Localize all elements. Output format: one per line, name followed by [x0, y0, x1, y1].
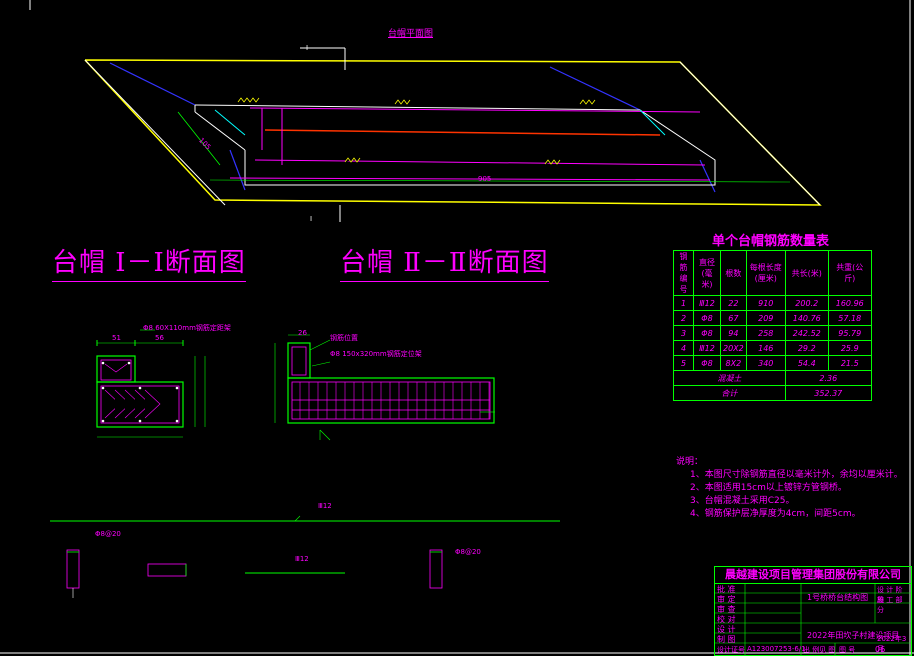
th-dia: 直径(毫米) — [693, 250, 721, 296]
drawing-name: 1号桥桥台结构图 — [807, 593, 869, 602]
s1-bar-note: Φ8 60X110mm钢筋定距架 — [143, 324, 231, 332]
plan-dimension: 905 — [478, 175, 492, 183]
s2-note-2: Φ8 150x320mm钢筋定位架 — [330, 350, 422, 358]
stage-label-2: 施 工 部 分 — [877, 596, 903, 614]
plan-title: 台帽平面图 — [388, 29, 434, 39]
section-2-drawing — [274, 334, 495, 441]
stage-label-1: 设 计 阶 段 — [877, 586, 903, 604]
notes-heading: 说明： — [676, 457, 704, 467]
label-check: 校 对 — [717, 615, 736, 624]
rebar-label-d: Φ8@20 — [455, 548, 481, 556]
section-1-title: 台帽 I－I断面图 — [52, 242, 246, 282]
th-length: 每根长度(厘米) — [745, 250, 786, 296]
cert-number: A123007253-6/1 — [747, 645, 806, 653]
cut-mark-top: I — [306, 44, 309, 52]
company-name: 晨越建设项目管理集团股份有限公司 — [715, 567, 911, 584]
rebar-label-a: Ⅲ12 — [318, 502, 332, 510]
note-line: 2、本图适用15cm以上镀锌方管钢桥。 — [690, 483, 847, 493]
project-name: 2022年田坎子村建设项目 — [807, 631, 900, 640]
label-verify: 审 定 — [717, 595, 736, 604]
cut-mark-bottom: I — [310, 215, 313, 223]
label-draw: 制 图 — [717, 635, 736, 644]
section-2-title: 台帽 Ⅱ－Ⅱ断面图 — [340, 242, 549, 282]
th-count: 根数 — [720, 250, 747, 296]
label-review: 审 查 — [717, 605, 736, 614]
rebar-table-title: 单个台帽钢筋数量表 — [712, 234, 830, 249]
sheet-label-see: 见 图 — [819, 646, 836, 654]
s1-dim-b: 56 — [155, 334, 164, 342]
s2-note-1: 钢筋位置 — [330, 334, 358, 342]
th-weight: 共重(公斤) — [827, 250, 872, 296]
label-design: 设 计 — [717, 625, 736, 634]
rebar-label-c: Ⅲ12 — [295, 555, 309, 563]
drawing-date: 2022年3月 — [877, 635, 907, 653]
label-cert: 设计证号 — [717, 646, 745, 654]
plan-view — [84, 47, 822, 222]
section-1-drawing — [96, 329, 206, 438]
title-block-grid — [715, 583, 911, 655]
rebar-details — [50, 515, 560, 598]
note-line: 1、本图尺寸除钢筋直径以毫米计外，余均以厘米计。 — [690, 470, 903, 480]
sheet-number: 06 — [875, 645, 886, 654]
label-approve: 批 准 — [717, 585, 736, 594]
sheet-label-scale: 出 例 — [803, 646, 820, 654]
note-line: 4、钢筋保护层净厚度为4cm，间距5cm。 — [690, 509, 861, 519]
th-total-length: 共长(米) — [784, 250, 829, 296]
title-block: 晨越建设项目管理集团股份有限公司 批 准 审 定 审 查 校 对 设 计 制 图… — [714, 566, 912, 656]
rebar-label-b: Φ8@20 — [95, 530, 121, 538]
note-line: 3、台帽混凝土采用C25。 — [690, 496, 795, 506]
th-no: 钢筋编号 — [673, 250, 694, 296]
s2-dim: 26 — [298, 329, 307, 337]
sheet-label-no: 图 号 — [839, 646, 856, 654]
notes: 说明： 1、本图尺寸除钢筋直径以毫米计外，余均以厘米计。 2、本图适用15cm以… — [676, 456, 903, 521]
s1-dim-a: 51 — [112, 334, 121, 342]
